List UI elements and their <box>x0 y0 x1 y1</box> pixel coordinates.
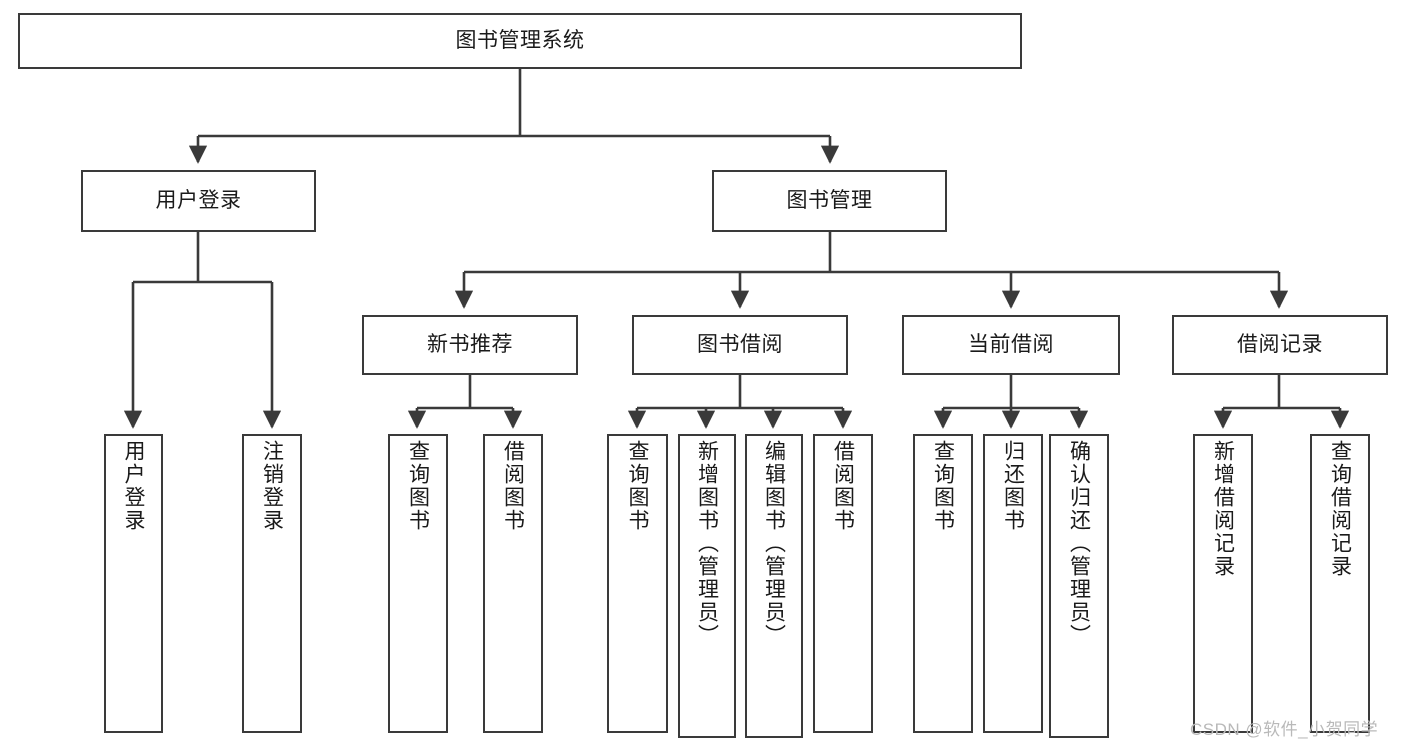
leaf-user-login-label: 用户登录 <box>122 440 146 532</box>
leaf-query-book-2-label: 查询图书 <box>626 440 650 532</box>
leaf-query-book-2[interactable]: 查询图书 <box>607 434 668 733</box>
node-book-manage-label: 图书管理 <box>786 188 873 212</box>
node-new-book-recommend-label: 新书推荐 <box>427 332 513 356</box>
node-book-borrow[interactable]: 图书借阅 <box>632 315 848 375</box>
leaf-borrow-book-1[interactable]: 借阅图书 <box>483 434 543 733</box>
node-user-login-label: 用户登录 <box>155 188 242 212</box>
leaf-borrow-book-1-label: 借阅图书 <box>501 440 525 532</box>
leaf-query-book-1-label: 查询图书 <box>406 440 430 532</box>
leaf-edit-book-label: 编辑图书（管理员） <box>762 440 786 647</box>
node-borrow-record[interactable]: 借阅记录 <box>1172 315 1388 375</box>
node-current-borrow-label: 当前借阅 <box>968 332 1054 356</box>
leaf-add-book[interactable]: 新增图书（管理员） <box>678 434 736 738</box>
leaf-query-book-3[interactable]: 查询图书 <box>913 434 973 733</box>
node-root[interactable]: 图书管理系统 <box>18 13 1022 69</box>
leaf-logout-login[interactable]: 注销登录 <box>242 434 302 733</box>
leaf-confirm-return[interactable]: 确认归还（管理员） <box>1049 434 1109 738</box>
leaf-logout-login-label: 注销登录 <box>260 440 284 532</box>
leaf-borrow-book-2-label: 借阅图书 <box>831 440 855 532</box>
node-new-book-recommend[interactable]: 新书推荐 <box>362 315 578 375</box>
leaf-add-record[interactable]: 新增借阅记录 <box>1193 434 1253 733</box>
leaf-user-login[interactable]: 用户登录 <box>104 434 163 733</box>
node-borrow-record-label: 借阅记录 <box>1237 332 1323 356</box>
leaf-confirm-return-label: 确认归还（管理员） <box>1067 440 1091 647</box>
watermark: CSDN @软件_小贺同学 <box>1190 720 1379 739</box>
leaf-query-book-3-label: 查询图书 <box>931 440 955 532</box>
leaf-return-book[interactable]: 归还图书 <box>983 434 1043 733</box>
node-book-borrow-label: 图书借阅 <box>697 332 783 356</box>
node-root-label: 图书管理系统 <box>455 28 585 52</box>
leaf-borrow-book-2[interactable]: 借阅图书 <box>813 434 873 733</box>
leaf-return-book-label: 归还图书 <box>1001 440 1025 532</box>
leaf-query-record[interactable]: 查询借阅记录 <box>1310 434 1370 733</box>
node-book-manage[interactable]: 图书管理 <box>712 170 947 232</box>
node-current-borrow[interactable]: 当前借阅 <box>902 315 1120 375</box>
leaf-query-book-1[interactable]: 查询图书 <box>388 434 448 733</box>
node-user-login[interactable]: 用户登录 <box>81 170 316 232</box>
leaf-query-record-label: 查询借阅记录 <box>1328 440 1352 578</box>
leaf-add-book-label: 新增图书（管理员） <box>695 440 719 647</box>
leaf-edit-book[interactable]: 编辑图书（管理员） <box>745 434 803 738</box>
leaf-add-record-label: 新增借阅记录 <box>1211 440 1235 578</box>
